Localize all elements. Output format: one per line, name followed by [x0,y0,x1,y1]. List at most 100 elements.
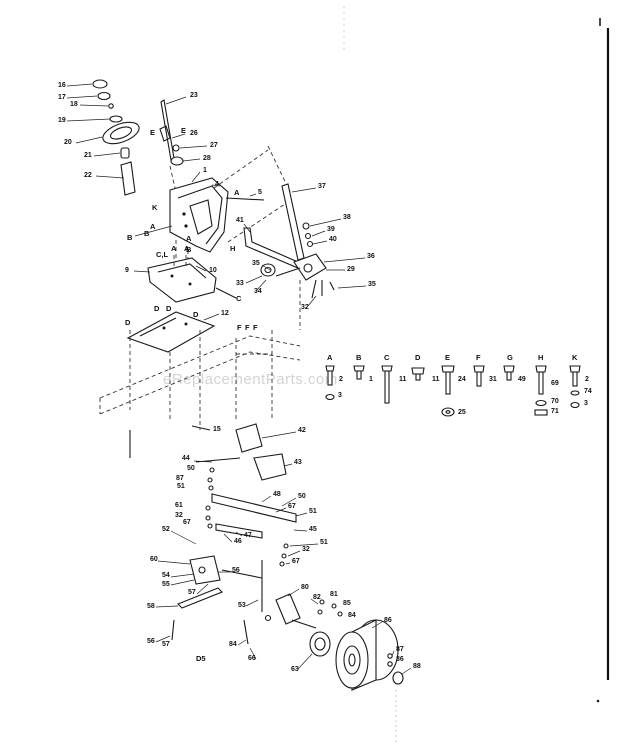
svg-text:A: A [184,244,190,253]
callout-86: 86 [384,617,392,624]
callout-57: 57 [162,641,170,648]
callout-2: 2 [339,376,343,383]
callout-38: 38 [343,214,351,221]
svg-text:D: D [193,310,199,319]
callout-27: 27 [210,142,218,149]
callout-45: 45 [309,526,317,533]
callout-56: 56 [147,638,155,645]
callout-33: 33 [236,280,244,287]
hw-letter: E [445,353,450,362]
scan-speck [596,699,600,703]
svg-text:F: F [237,323,242,332]
callout-51: 51 [320,539,328,546]
axle-bracket [193,423,297,491]
callout-32: 32 [175,512,183,519]
hw-letter: D [415,353,421,362]
svg-text:F: F [253,323,258,332]
steering-wheel-assembly [92,79,140,196]
callout-12: 12 [221,310,229,317]
front-wheel [335,619,412,691]
callout-1: 1 [369,376,373,383]
callout-51: 51 [309,508,317,515]
callout-57: 57 [188,589,196,596]
callout-49: 49 [518,376,526,383]
callout-74: 74 [584,388,592,395]
callout-66: 66 [248,655,256,662]
callout-31: 31 [489,376,497,383]
callout-71: 71 [551,408,559,415]
callout-36: 36 [367,253,375,260]
callout-84: 84 [348,612,356,619]
hw-letter: G [507,353,513,362]
callout-32: 32 [301,304,309,311]
hw-letter: B [356,353,362,362]
callout-2: 2 [585,376,589,383]
hardware-key [325,365,581,417]
hw-letter: C [384,353,390,362]
svg-text:E: E [150,128,155,137]
svg-text:C,L: C,L [156,250,169,259]
svg-text:A: A [171,244,177,253]
frame-outline: F F F [99,323,301,458]
callout-50: 50 [298,493,306,500]
callout-67: 67 [288,503,296,510]
callout-67: 67 [292,558,300,565]
svg-text:D: D [125,318,131,327]
svg-text:B: B [127,233,133,242]
page-code: D5 [196,654,206,663]
callout-54: 54 [162,572,170,579]
callout-63: 63 [291,666,299,673]
callout-61: 61 [175,502,183,509]
callout-85: 85 [343,600,351,607]
callout-22: 22 [84,172,92,179]
callout-69: 69 [551,380,559,387]
svg-text:A: A [234,188,240,197]
hw-letter: F [476,353,481,362]
hw-letter: K [572,353,578,362]
callout-16: 16 [58,82,66,89]
callout-82: 82 [313,594,321,601]
callout-58: 58 [147,603,155,610]
callout-35: 35 [252,260,260,267]
callout-11: 11 [432,376,440,383]
svg-text:D: D [166,304,172,313]
callout-4: 4 [215,181,219,188]
callout-18: 18 [70,101,78,108]
callout-32: 32 [302,546,310,553]
front-axle [205,493,319,567]
leader-lines [66,83,125,179]
mounting-plate: D D D D [125,304,220,430]
callout-25: 25 [458,409,466,416]
callout-44: 44 [182,455,190,462]
callout-numbers: 1617181920212223262728145373839404136293… [58,82,421,673]
callout-35: 35 [368,281,376,288]
callout-56: 56 [232,567,240,574]
callout-42: 42 [298,427,306,434]
callout-11: 11 [399,376,407,383]
callout-20: 20 [64,139,72,146]
callout-88: 88 [413,663,421,670]
callout-3: 3 [584,400,588,407]
callout-19: 19 [58,117,66,124]
callout-55: 55 [162,581,170,588]
callout-80: 80 [301,584,309,591]
hardware-letters: A B C D E F G H K [327,353,578,362]
callout-48: 48 [273,491,281,498]
steering-bracket: C,L A A C [133,244,242,303]
callout-53: 53 [238,602,246,609]
callout-9: 9 [125,267,129,274]
sector-gear [245,263,301,292]
callout-70: 70 [551,398,559,405]
callout-1: 1 [203,167,207,174]
svg-text:F: F [245,323,250,332]
svg-text:H: H [230,244,235,253]
callout-81: 81 [330,591,338,598]
steering-gear [281,183,367,330]
callout-67: 67 [183,519,191,526]
callout-24: 24 [458,376,466,383]
callout-26: 26 [190,130,198,137]
callout-41: 41 [236,217,244,224]
callout-29: 29 [347,266,355,273]
